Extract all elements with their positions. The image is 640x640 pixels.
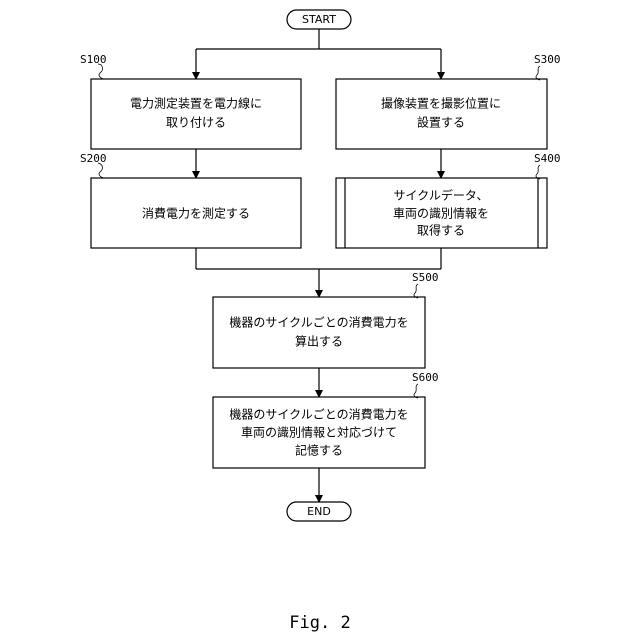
step-label-s600: S600 xyxy=(412,371,439,384)
step-s200: S200 消費電力を測定する xyxy=(80,152,301,248)
step-s100: S100 電力測定装置を電力線に 取り付ける xyxy=(80,53,301,149)
step-s500: S500 機器のサイクルごとの消費電力を 算出する xyxy=(213,271,439,368)
step-s600-line-1: 機器のサイクルごとの消費電力を xyxy=(229,407,408,422)
step-s400-line-2: 車両の識別情報を xyxy=(393,207,489,221)
step-s300-line-1: 撮像装置を撮影位置に xyxy=(381,96,501,111)
step-s300: S300 撮像装置を撮影位置に 設置する xyxy=(336,53,561,149)
step-s200-line-1: 消費電力を測定する xyxy=(142,206,250,221)
leader-s500 xyxy=(414,284,418,298)
step-label-s300: S300 xyxy=(534,53,561,66)
figure-caption: Fig. 2 xyxy=(289,613,350,633)
step-s600-line-3: 記憶する xyxy=(295,443,343,458)
step-s500-line-1: 機器のサイクルごとの消費電力を xyxy=(229,315,408,330)
step-s500-line-2: 算出する xyxy=(295,334,343,349)
leader-s400 xyxy=(536,165,540,179)
step-s400-line-1: サイクルデータ、 xyxy=(393,188,488,203)
connector-row-1 xyxy=(196,149,441,177)
connector-start-split xyxy=(196,29,441,78)
connector-merge xyxy=(196,248,441,296)
step-label-s400: S400 xyxy=(534,152,561,165)
start-terminal: START xyxy=(287,10,351,29)
step-s600-line-2: 車両の識別情報と対応づけて xyxy=(241,426,397,440)
leader-s600 xyxy=(414,384,418,398)
step-s400-line-3: 取得する xyxy=(417,223,465,238)
leader-s300 xyxy=(536,66,540,80)
step-s600: S600 機器のサイクルごとの消費電力を 車両の識別情報と対応づけて 記憶する xyxy=(213,371,439,468)
end-label: END xyxy=(307,505,331,518)
step-s100-line-1: 電力測定装置を電力線に xyxy=(130,96,262,111)
step-label-s500: S500 xyxy=(412,271,439,284)
step-s100-line-2: 取り付ける xyxy=(166,116,226,130)
end-terminal: END xyxy=(287,502,351,521)
leader-s200 xyxy=(98,163,104,178)
step-label-s100: S100 xyxy=(80,53,107,66)
leader-s100 xyxy=(98,64,104,79)
step-s300-line-2: 設置する xyxy=(417,115,465,130)
step-s400: S400 サイクルデータ、 車両の識別情報を 取得する xyxy=(336,152,561,248)
start-label: START xyxy=(302,13,336,26)
step-label-s200: S200 xyxy=(80,152,107,165)
